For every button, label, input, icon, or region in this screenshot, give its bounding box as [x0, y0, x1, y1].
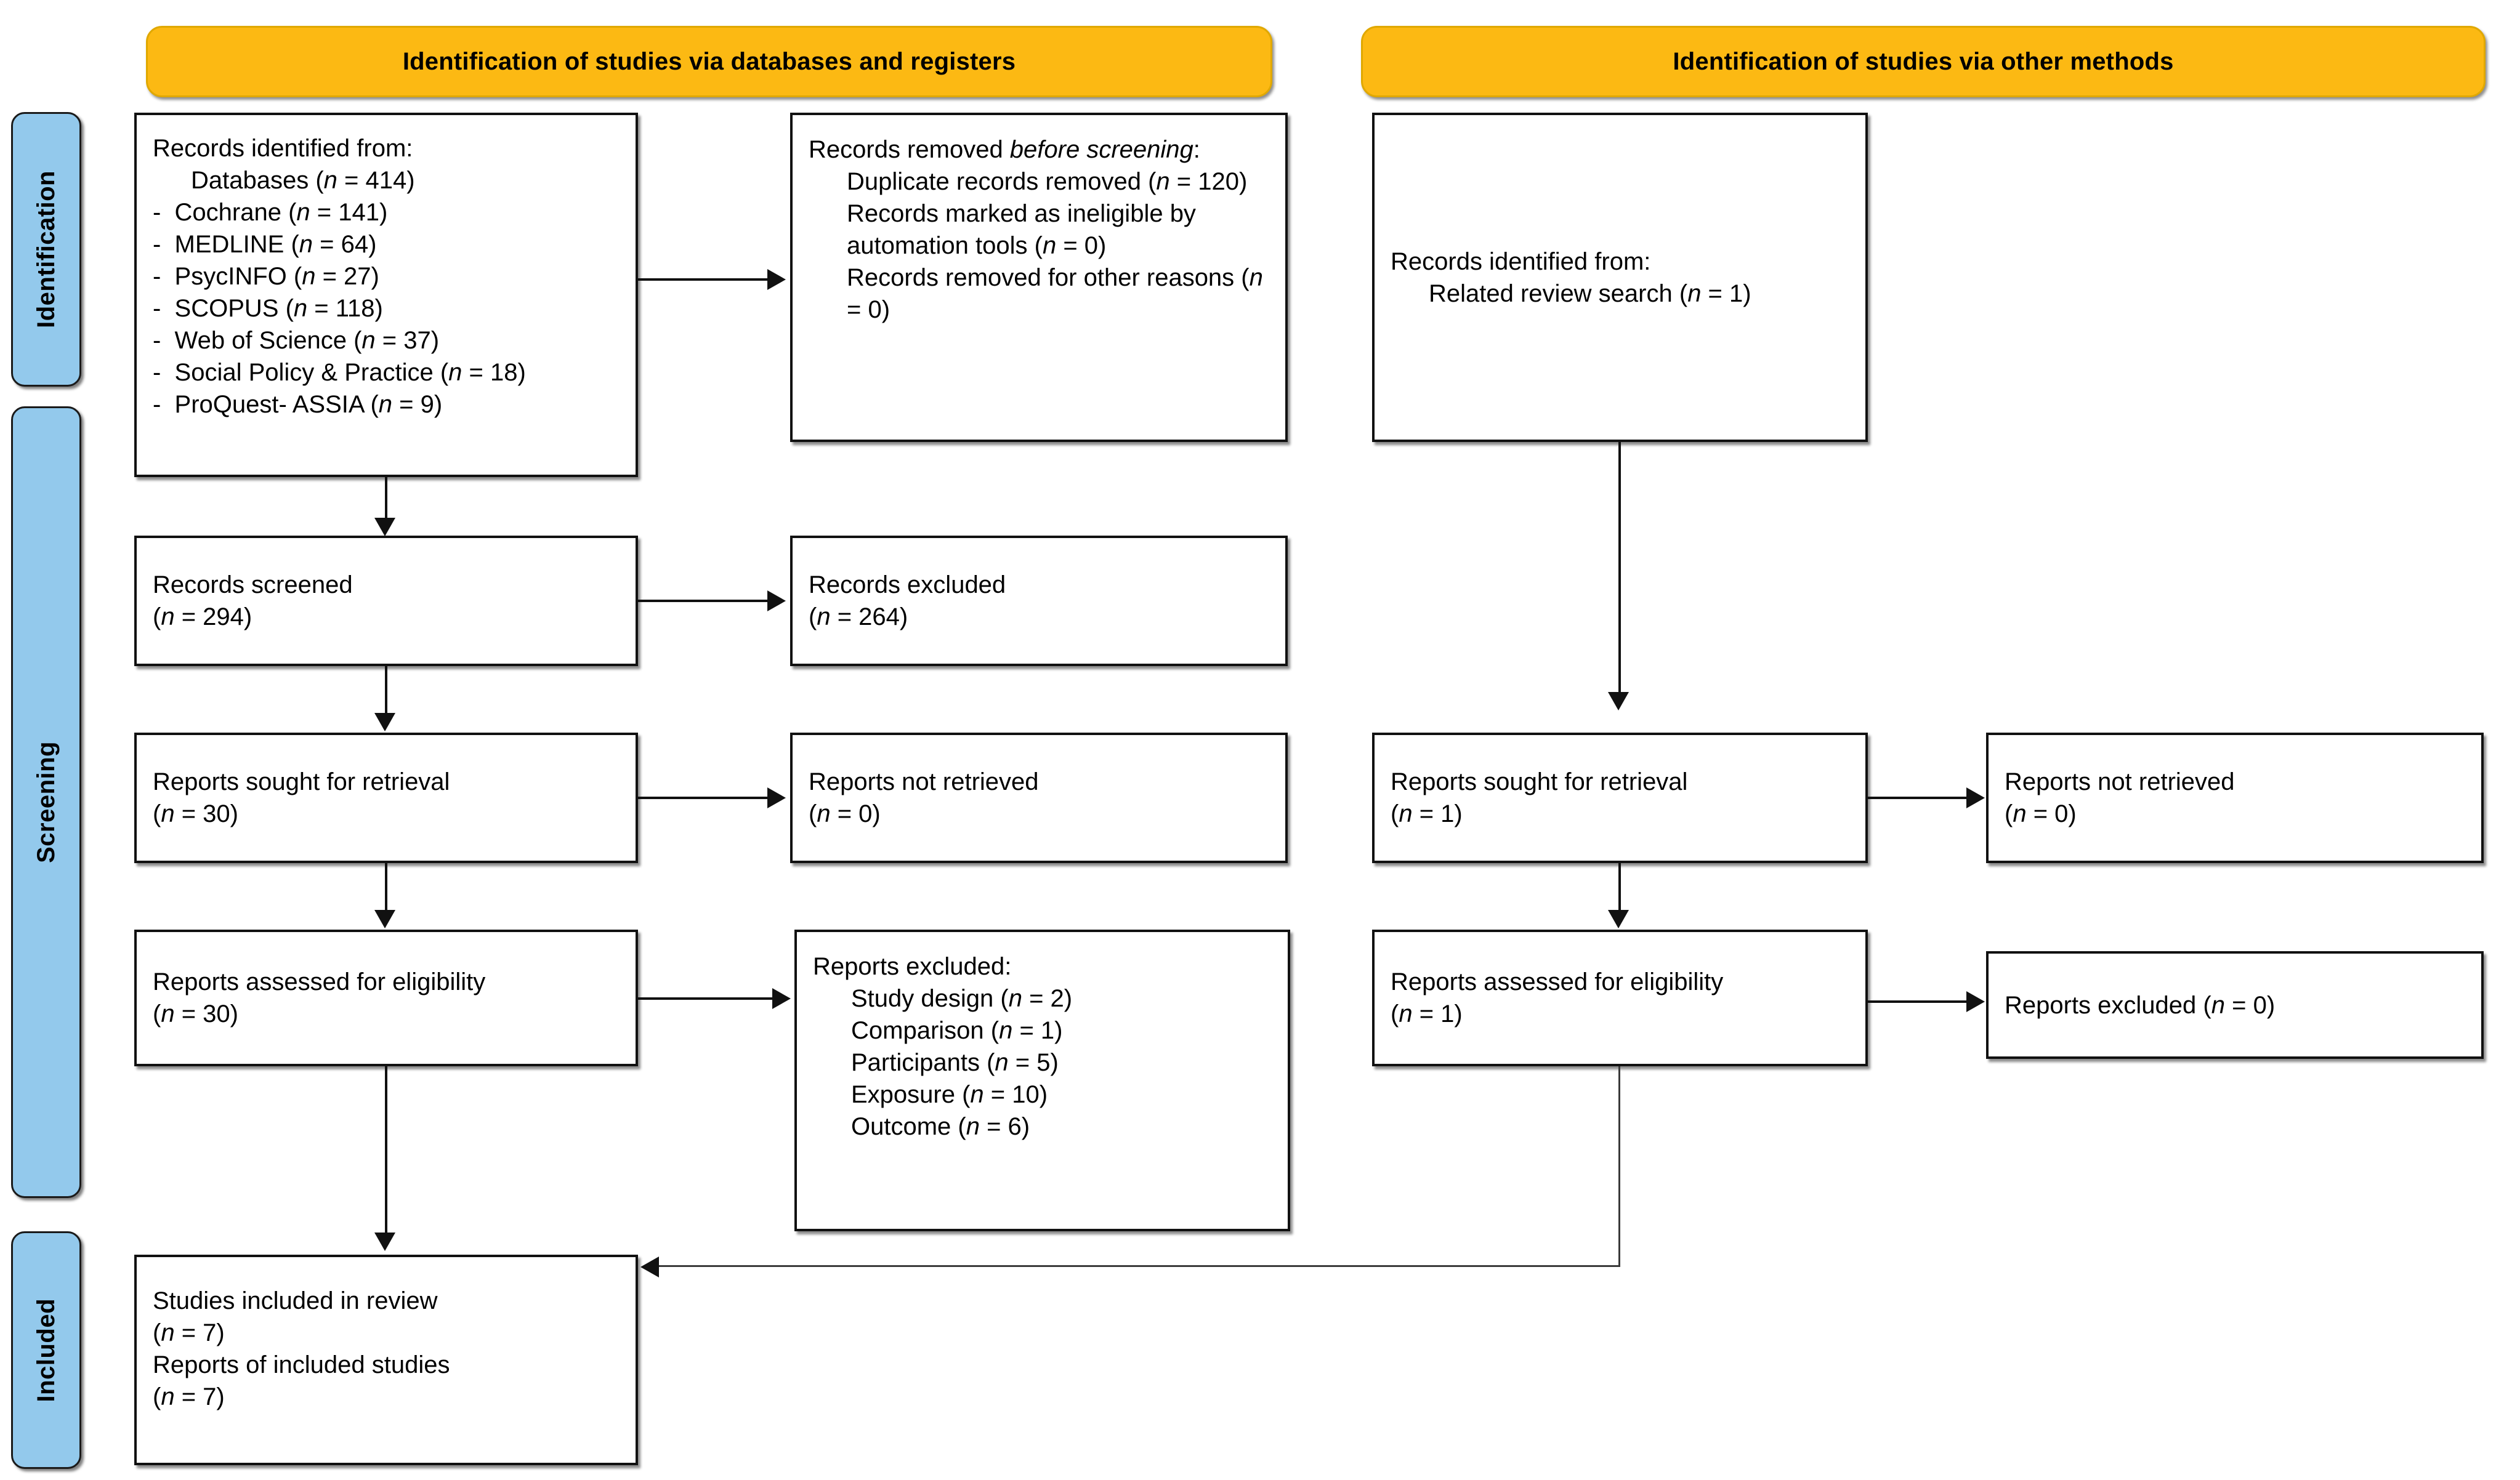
box-records-identified-other: Records identified from: Related review … — [1372, 113, 1868, 442]
reason-exposure: Exposure (n = 10) — [851, 1081, 1048, 1108]
box-reports-excluded-reasons: Reports excluded: Study design (n = 2) C… — [794, 930, 1290, 1231]
reports-excluded-right-label: Reports excluded (n = 0) — [2005, 991, 2276, 1019]
connector-right-to-included-horizontal — [659, 1265, 1620, 1267]
box-reports-assessed-right: Reports assessed for eligibility (n = 1) — [1372, 930, 1868, 1066]
reason-outcome: Outcome (n = 6) — [851, 1113, 1030, 1140]
arrowhead-sought-to-not-retrieved-right — [1966, 787, 1985, 808]
reports-sought-left-count: (n = 30) — [153, 800, 238, 827]
connector-assessed-to-excluded-right — [1868, 1000, 1966, 1003]
arrowhead-assessed-to-excluded-right — [1966, 991, 1985, 1012]
stage-label-screening-text: Screening — [32, 741, 60, 863]
connector-sought-to-assessed-left — [385, 863, 387, 910]
arrowhead-identified-to-screened — [374, 518, 395, 536]
studies-included-count2: (n = 7) — [153, 1383, 225, 1410]
stage-label-screening: Screening — [11, 406, 81, 1198]
source-scopus: SCOPUS (n = 118) — [153, 292, 620, 324]
header-databases-registers: Identification of studies via databases … — [146, 26, 1272, 97]
arrowhead-sought-to-not-retrieved-left — [767, 787, 786, 808]
box-reports-sought-left: Reports sought for retrieval (n = 30) — [134, 733, 638, 863]
removed-automation: Records marked as ineligible by automati… — [847, 200, 1196, 259]
records-identified-other-line1: Records identified from: — [1391, 247, 1651, 275]
source-cochrane: Cochrane (n = 141) — [153, 196, 620, 228]
reason-comparison: Comparison (n = 1) — [851, 1017, 1063, 1044]
reports-assessed-left-label: Reports assessed for eligibility — [153, 968, 486, 995]
records-removed-heading-post: : — [1193, 136, 1200, 163]
reason-participants: Participants (n = 5) — [851, 1049, 1059, 1076]
removed-other: Records removed for other reasons (n = 0… — [847, 264, 1263, 323]
arrowhead-screened-to-excluded — [767, 590, 786, 611]
studies-included-count1: (n = 7) — [153, 1319, 225, 1346]
box-studies-included: Studies included in review (n = 7) Repor… — [134, 1255, 638, 1465]
records-removed-heading: Records removed before screening: — [809, 134, 1269, 166]
reports-sought-right-label: Reports sought for retrieval — [1391, 768, 1688, 795]
source-medline: MEDLINE (n = 64) — [153, 228, 620, 260]
stage-label-identification: Identification — [11, 112, 81, 387]
source-web-of-science: Web of Science (n = 37) — [153, 324, 620, 356]
box-records-removed-before-screening: Records removed before screening: Duplic… — [790, 113, 1288, 442]
connector-screened-to-excluded — [638, 600, 767, 602]
arrowhead-sought-to-assessed-left — [374, 910, 395, 928]
header-other-methods: Identification of studies via other meth… — [1361, 26, 2486, 97]
connector-sought-to-not-retrieved-right — [1868, 797, 1966, 799]
arrowhead-assessed-to-excluded-left — [772, 988, 791, 1009]
records-excluded-label: Records excluded — [809, 571, 1006, 598]
reports-assessed-left-count: (n = 30) — [153, 1000, 238, 1028]
arrowhead-assessed-to-included — [374, 1233, 395, 1251]
records-screened-count: (n = 294) — [153, 603, 252, 630]
reports-not-retrieved-right-label: Reports not retrieved — [2005, 768, 2235, 795]
connector-sought-to-assessed-right — [1618, 863, 1621, 910]
arrowhead-identified-other-to-sought-right — [1608, 692, 1629, 710]
box-records-excluded: Records excluded (n = 264) — [790, 536, 1288, 666]
connector-identified-other-to-sought-right — [1618, 442, 1621, 692]
records-screened-label: Records screened — [153, 571, 353, 598]
reports-sought-right-count: (n = 1) — [1391, 800, 1463, 827]
reports-assessed-right-count: (n = 1) — [1391, 1000, 1463, 1028]
connector-assessed-to-excluded-left — [638, 997, 772, 1000]
studies-included-line1: Studies included in review — [153, 1287, 438, 1314]
removed-duplicates: Duplicate records removed (n = 120) — [847, 168, 1248, 195]
stage-label-included-text: Included — [32, 1298, 60, 1402]
header-other-methods-label: Identification of studies via other meth… — [1673, 47, 2174, 75]
connector-right-to-included-vertical — [1618, 1066, 1620, 1266]
arrowhead-sought-to-assessed-right — [1608, 910, 1629, 928]
box-reports-not-retrieved-left: Reports not retrieved (n = 0) — [790, 733, 1288, 863]
reason-study-design: Study design (n = 2) — [851, 985, 1073, 1012]
box-records-identified-databases: Records identified from: Databases (n = … — [134, 113, 638, 477]
box-reports-excluded-right: Reports excluded (n = 0) — [1986, 951, 2484, 1059]
reports-assessed-right-label: Reports assessed for eligibility — [1391, 968, 1724, 995]
connector-identified-to-removed — [638, 278, 767, 281]
records-excluded-count: (n = 264) — [809, 603, 908, 630]
box-reports-sought-right: Reports sought for retrieval (n = 1) — [1372, 733, 1868, 863]
source-psycinfo: PsycINFO (n = 27) — [153, 260, 620, 292]
records-identified-line1: Records identified from: — [153, 135, 413, 162]
stage-label-included: Included — [11, 1231, 81, 1469]
reports-not-retrieved-right-count: (n = 0) — [2005, 800, 2077, 827]
connector-identified-to-screened — [385, 477, 387, 518]
source-proquest-assia: ProQuest- ASSIA (n = 9) — [153, 388, 620, 420]
records-removed-heading-em: before screening — [1009, 136, 1193, 163]
stage-label-identification-text: Identification — [32, 171, 60, 328]
arrowhead-screened-to-sought — [374, 713, 395, 731]
reports-not-retrieved-left-label: Reports not retrieved — [809, 768, 1039, 795]
box-reports-not-retrieved-right: Reports not retrieved (n = 0) — [1986, 733, 2484, 863]
box-records-screened: Records screened (n = 294) — [134, 536, 638, 666]
arrowhead-identified-to-removed — [767, 269, 786, 290]
connector-assessed-to-included — [385, 1066, 387, 1233]
reports-sought-left-label: Reports sought for retrieval — [153, 768, 450, 795]
box-reports-assessed-left: Reports assessed for eligibility (n = 30… — [134, 930, 638, 1066]
connector-screened-to-sought — [385, 666, 387, 713]
records-removed-heading-pre: Records removed — [809, 136, 1010, 163]
records-identified-line2: Databases (n = 414) — [191, 167, 415, 194]
header-databases-registers-label: Identification of studies via databases … — [402, 47, 1016, 75]
source-social-policy-practice: Social Policy & Practice (n = 18) — [153, 356, 620, 388]
arrowhead-right-to-included — [640, 1257, 659, 1277]
reports-not-retrieved-left-count: (n = 0) — [809, 800, 881, 827]
studies-included-line2: Reports of included studies — [153, 1351, 450, 1378]
connector-sought-to-not-retrieved-left — [638, 797, 767, 799]
reports-excluded-heading: Reports excluded: — [813, 953, 1012, 980]
records-identified-other-line2: Related review search (n = 1) — [1429, 280, 1751, 307]
